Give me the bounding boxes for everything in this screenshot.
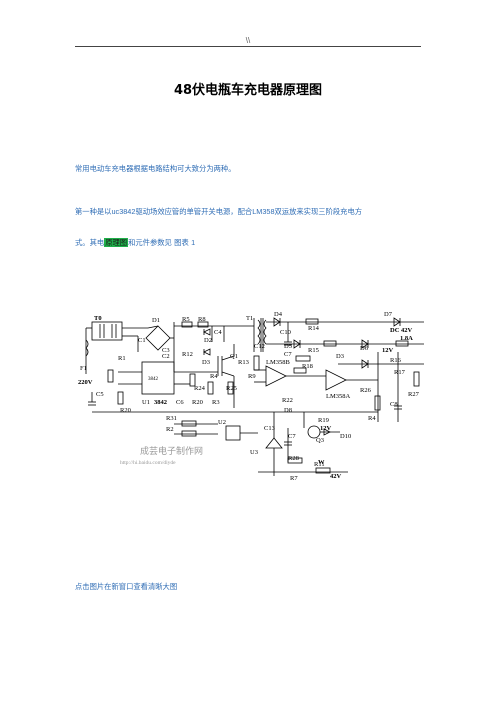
watermark-cn: 成芸电子制作网 [140,445,203,456]
label-12v-top: 12V [382,347,394,354]
label-ic-inside: 3842 [148,377,159,382]
label-R24: R24 [194,385,206,392]
label-C4: C4 [214,329,222,336]
label-D8: D8 [284,407,292,414]
label-R15: R15 [308,347,319,354]
label-R11: R11 [314,461,325,468]
schematic-figure[interactable]: T0 F1 220V D1 C1 R5 R8 C4 D2 D3 R12 T1 D… [78,311,424,488]
label-D1: D1 [152,317,160,324]
label-R17: R17 [394,369,406,376]
opamp-LM358B [265,365,287,387]
uc3842-chip [141,361,175,395]
label-T0: T0 [94,315,102,322]
label-R23: R20 [192,399,203,406]
label-lm358a: LM358A [326,393,351,400]
watermark: 成芸电子制作网 http://hi.baidu.com/diyde [120,445,203,466]
label-F1: F1 [80,365,87,372]
label-R27: R27 [408,391,420,398]
label-R1: R1 [118,355,126,362]
paragraph-3: 式。其电原理图和元件参数见 图表 1 [75,238,425,247]
label-D2: D2 [204,337,212,344]
figure-number: 1 [191,238,196,247]
label-D3: D3 [202,359,210,366]
label-T1: T1 [246,315,253,322]
bridge-rectifier [145,325,171,351]
label-C1: C1 [138,337,146,344]
label-R31: R31 [166,415,177,422]
label-R7: R7 [290,475,298,482]
label-C8: C8 [390,401,398,408]
label-R19: R19 [318,417,329,424]
label-dc-42v: DC 42V [390,327,413,334]
opamp-LM358A [325,369,347,391]
label-D10: D10 [340,433,351,440]
label-lm358b: LM358B [266,359,291,366]
label-C3: C3 [162,347,170,354]
schematic-wires [85,317,424,476]
watermark-url: http://hi.baidu.com/diyde [120,460,176,466]
label-D7: D7 [384,312,393,318]
label-D4: D4 [274,312,283,318]
label-D3b: D3 [336,353,344,360]
label-R5: R5 [182,316,190,323]
label-R2: R2 [166,426,174,433]
label-C12: C12 [254,343,265,350]
header-divider [75,46,421,47]
label-R8: R8 [198,316,206,323]
label-42v: 42V [330,473,342,480]
page-title: 48伏电瓶车充电器原理图 [173,83,323,98]
label-C13: C13 [264,425,275,432]
paragraph-2-opamp-name: LM358 [252,207,275,216]
label-R20: R20 [120,407,131,414]
paragraph-3-text-b: 和元件参数见 图表 [128,238,189,247]
regulator-U3 [265,437,283,449]
label-R26: R26 [360,387,372,394]
label-U1: U1 [142,399,150,406]
paragraph-2-text-a: 第一种是以 [75,207,112,216]
label-C5: C5 [96,391,104,398]
label-U3: U3 [250,449,258,456]
label-R13: R13 [238,359,249,366]
label-R12: R12 [182,351,193,358]
paragraph-2-text-e: 双运放来实现三阶段充电方 [274,207,363,216]
label-W: W [318,459,325,466]
label-3842: 3842 [154,399,167,406]
label-C2: C2 [162,353,170,360]
label-R18: R18 [302,363,313,370]
label-R16: R16 [390,357,402,364]
label-Q3: Q3 [316,437,324,444]
transformer-T0-box [91,321,123,341]
label-D6: D6 [360,345,369,352]
label-12v-bottom: 12V [320,425,332,432]
label-C6: C6 [176,399,184,406]
paragraph-2-ic-name: uc3842 [111,207,136,216]
label-1-8a: 1.8A [400,335,413,342]
label-R4: R4 [210,373,218,380]
label-R22: R22 [282,397,293,404]
schematic-labels: T0 F1 220V D1 C1 R5 R8 C4 D2 D3 R12 T1 D… [78,311,420,482]
label-C7: C7 [284,351,292,358]
schematic-link[interactable]: 原理图 [104,238,129,247]
paragraph-3-text-a: 式。其电 [75,238,105,247]
label-C7b: C7 [288,433,296,440]
label-R25: R25 [226,385,237,392]
label-R14: R14 [308,325,320,332]
label-R4b: R4 [368,415,376,422]
label-R28: R28 [288,455,299,462]
paragraph-1: 常用电动车充电器根据电路结构可大致分为两种。 [75,164,236,173]
label-Q1: Q1 [230,353,238,360]
schematic-diagram: T0 F1 220V D1 C1 R5 R8 C4 D2 D3 R12 T1 D… [78,311,424,482]
label-U2: U2 [218,419,226,426]
header-mark: \\ [245,36,251,45]
enlarge-image-link[interactable]: 点击图片在新窗口查看清晰大图 [75,582,178,591]
paragraph-2-text-c: 驱动场效应管的单管开关电源，配合 [135,207,253,216]
optocoupler-U2 [225,425,241,441]
label-C10: C10 [280,329,291,336]
label-D5: D5 [284,343,292,350]
label-220V: 220V [78,379,93,386]
paragraph-2: 第一种是以uc3842驱动场效应管的单管开关电源，配合LM358双运放来实现三阶… [75,207,425,216]
label-R3: R3 [212,399,220,406]
label-R9: R9 [248,373,256,380]
